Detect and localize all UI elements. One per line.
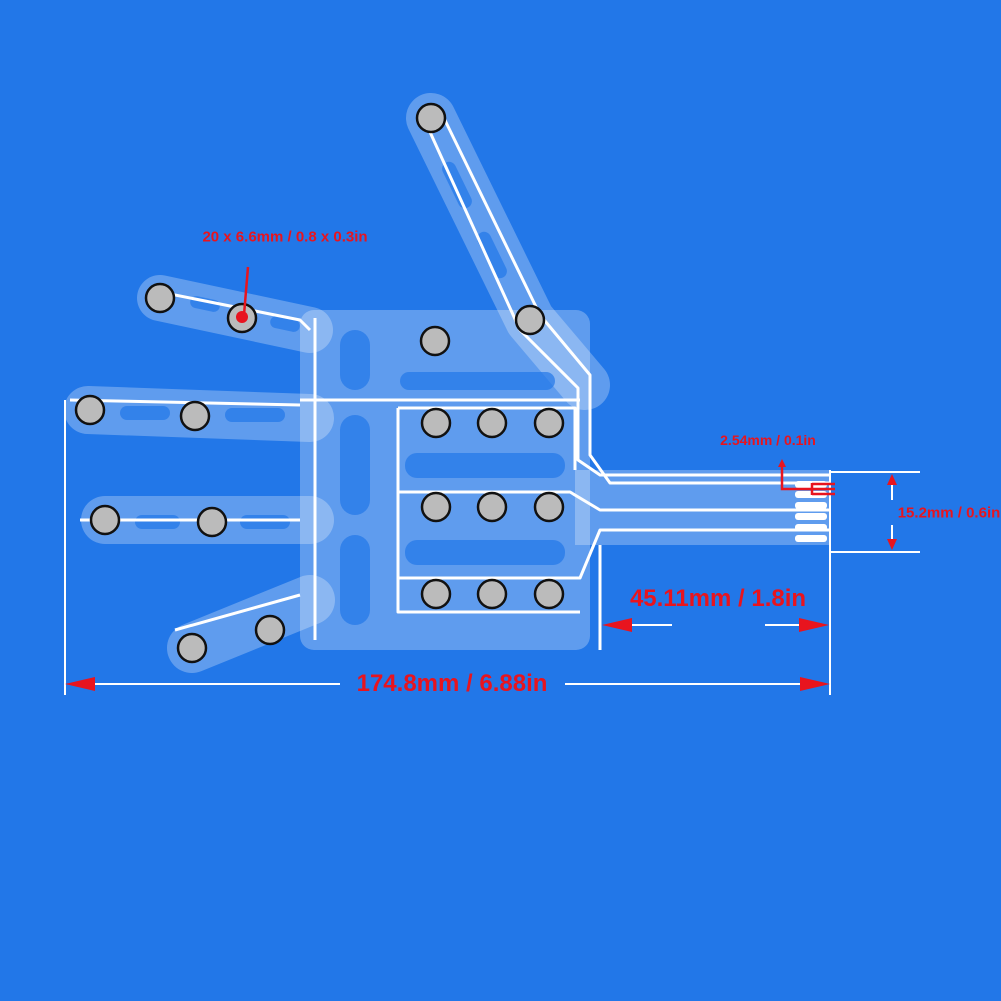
traces	[69, 109, 830, 650]
pin-pitch-label: 2.54mm / 0.1in	[720, 432, 816, 448]
leader-lines	[242, 266, 835, 496]
tail-length-label: 45.11mm / 1.8in	[629, 585, 807, 612]
sensor-size-label: 20 x 6.6mm / 0.8 x 0.3in	[202, 228, 368, 246]
dimension-lines	[64, 400, 920, 695]
total-width-label: 174.8mm / 6.88in	[356, 670, 548, 697]
sensors	[74, 102, 565, 664]
connector-pins	[795, 481, 827, 542]
connector-width-label: 15.2mm / 0.6in	[897, 504, 1001, 522]
callout-dot	[236, 311, 248, 323]
palm-slots	[120, 161, 565, 625]
arrowheads	[65, 459, 897, 691]
